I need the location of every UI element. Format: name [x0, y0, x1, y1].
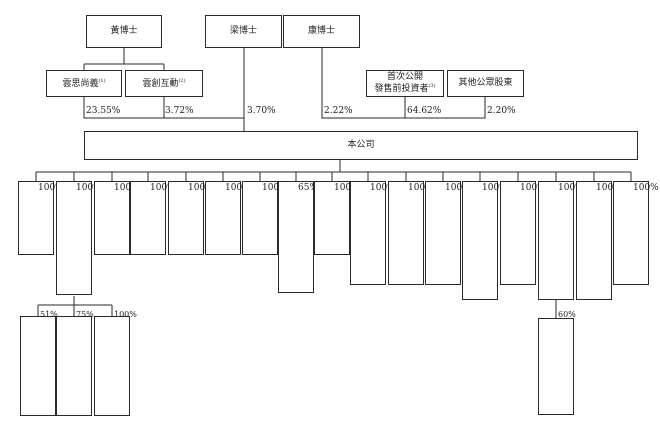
huang-label: 黃博士: [110, 26, 138, 37]
stake-yunchuang: 3.72%: [165, 106, 194, 116]
sub-child-1-box: [20, 316, 56, 416]
subsidiary-12-box: [425, 181, 461, 285]
huang-box: 黃博士: [86, 15, 162, 48]
yunsi-box: 雲思尚義(1): [46, 70, 122, 97]
subsidiary-6-box: [205, 181, 241, 255]
liang-box: 梁博士: [205, 15, 282, 48]
company-label: 本公司: [347, 140, 375, 151]
subsidiary-4-box: [130, 181, 166, 255]
yunsi-line: [83, 97, 244, 119]
ipo-investors-box: 首次公開發售前投資者(3): [366, 70, 444, 97]
subsidiary-5-stake: 100%: [188, 183, 214, 193]
sub-drops: [35, 172, 632, 181]
subsidiary-8-box: [278, 181, 314, 293]
subsidiary-7-stake: 100%: [262, 183, 288, 193]
subsidiary-13-stake: 100%: [482, 183, 508, 193]
yunchuang-note: (2): [178, 77, 186, 84]
public-shareholders-box: 其他公眾股東: [447, 70, 524, 97]
yunsi-note: (1): [98, 77, 106, 84]
sub-child-3-box: [94, 316, 130, 416]
sub-child-3-stake: 100%: [114, 310, 137, 319]
subsidiary-16-stake: 100%: [596, 183, 622, 193]
subsidiary-12-stake: 100%: [445, 183, 471, 193]
subsidiary-1-stake: 100%: [38, 183, 64, 193]
subsidiary-17-stake: 100%: [633, 183, 659, 193]
kang-label: 康博士: [307, 26, 335, 37]
subsidiary-9-stake: 100%: [334, 183, 360, 193]
children-bus: [37, 296, 113, 316]
stake-public: 2.20%: [487, 106, 516, 116]
subsidiary-15-box: [538, 181, 574, 300]
stake-yunsi: 23.55%: [86, 106, 121, 116]
yunchuang-box: 雲創互動(2): [125, 70, 203, 97]
stake-liang: 3.70%: [247, 106, 276, 116]
subsidiary-7-box: [242, 181, 278, 255]
sub-child-1-stake: 51%: [40, 310, 58, 319]
subsidiary-11-box: [388, 181, 424, 285]
subsidiary-2-stake: 100%: [76, 183, 102, 193]
company-box: 本公司: [84, 131, 638, 160]
huang-to-holders: [83, 48, 165, 70]
grandchild-box: [538, 318, 574, 415]
subsidiary-10-box: [350, 181, 386, 285]
subsidiary-11-stake: 100%: [408, 183, 434, 193]
liang-label: 梁博士: [229, 26, 257, 37]
subsidiary-1-box: [18, 181, 54, 255]
subsidiary-4-stake: 100%: [150, 183, 176, 193]
subsidiary-13-box: [462, 181, 498, 300]
sub-child-2-stake: 75%: [76, 310, 94, 319]
subsidiary-5-box: [168, 181, 204, 255]
yunsi-label: 雲思尚義: [62, 78, 99, 89]
stake-kang: 2.22%: [324, 106, 353, 116]
subsidiary-15-stake: 100%: [558, 183, 584, 193]
ipo-note: (3): [428, 83, 436, 89]
public-label: 其他公眾股東: [458, 78, 513, 89]
subsidiary-2-box: [56, 181, 92, 295]
subsidiary-14-box: [500, 181, 536, 285]
kang-line: [321, 48, 486, 119]
subsidiary-14-stake: 100%: [520, 183, 546, 193]
subsidiary-16-box: [576, 181, 612, 300]
subsidiary-17-box: [613, 181, 649, 285]
kang-box: 康博士: [283, 15, 360, 48]
subsidiary-10-stake: 100%: [370, 183, 396, 193]
subsidiary-6-stake: 100%: [225, 183, 251, 193]
stake-ipo: 64.62%: [407, 106, 442, 116]
subsidiary-3-box: [94, 181, 130, 255]
sub-child-2-box: [56, 316, 92, 416]
ipo-label-line2: 發售前投資者: [374, 84, 429, 94]
subsidiary-3-stake: 100%: [114, 183, 140, 193]
subsidiary-9-box: [314, 181, 350, 255]
subsidiary-8-stake: 65%: [298, 183, 319, 193]
yunchuang-label: 雲創互動: [142, 78, 179, 89]
grandchild-stake: 60%: [558, 310, 576, 319]
ipo-label-line1: 首次公開: [386, 72, 423, 83]
